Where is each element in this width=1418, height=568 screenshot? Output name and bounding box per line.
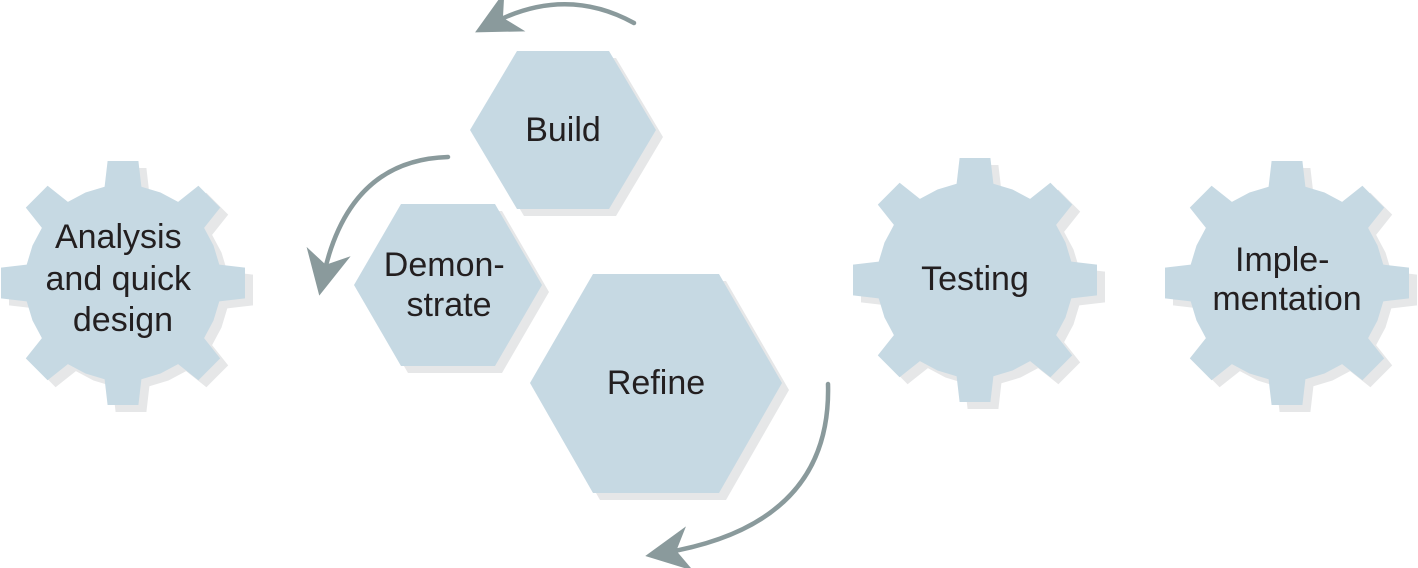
gear-implementation-line-1: Imple- (1235, 241, 1329, 279)
gear-analysis-line-1: Analysis (55, 218, 182, 256)
curved-arrow-down-left-icon (645, 381, 831, 568)
gear-analysis-line-3: design (73, 301, 173, 339)
curved-arrow-down-icon (306, 154, 451, 296)
gear-icon (1165, 161, 1409, 405)
hexagon-refine: Refine (530, 274, 789, 500)
hexagon-icon (530, 274, 782, 493)
gear-testing-label: Testing (921, 260, 1029, 298)
gear-analysis-line-2: and quick (46, 260, 193, 298)
hexagon-demonstrate: Demon- strate (354, 204, 549, 373)
hexagon-icon (354, 204, 542, 366)
gear-testing-line-1: Testing (921, 260, 1029, 298)
hexagon-refine-line-1: Refine (607, 364, 705, 402)
hexagon-icon (470, 51, 656, 209)
hexagon-build-label: Build (525, 111, 601, 149)
hexagon-demonstrate-line-2: strate (406, 286, 491, 324)
gear-implementation-line-2: mentation (1212, 280, 1361, 318)
hexagon-demonstrate-line-1: Demon- (384, 246, 505, 284)
gear-testing: Testing (853, 158, 1105, 409)
hexagon-build: Build (470, 51, 663, 216)
hexagon-build-line-1: Build (525, 111, 601, 149)
gear-analysis: Analysis and quick design (1, 161, 253, 412)
gear-implementation: Imple- mentation (1165, 161, 1417, 412)
gear-icon (1, 161, 245, 405)
hexagon-refine-label: Refine (607, 364, 705, 402)
gear-implementation-label: Imple- mentation (1212, 241, 1361, 318)
curved-arrow-left-icon (475, 0, 637, 33)
hexagon-demonstrate-label: Demon- strate (384, 246, 514, 324)
gear-icon (853, 158, 1097, 402)
gear-analysis-label: Analysis and quick design (46, 218, 201, 339)
